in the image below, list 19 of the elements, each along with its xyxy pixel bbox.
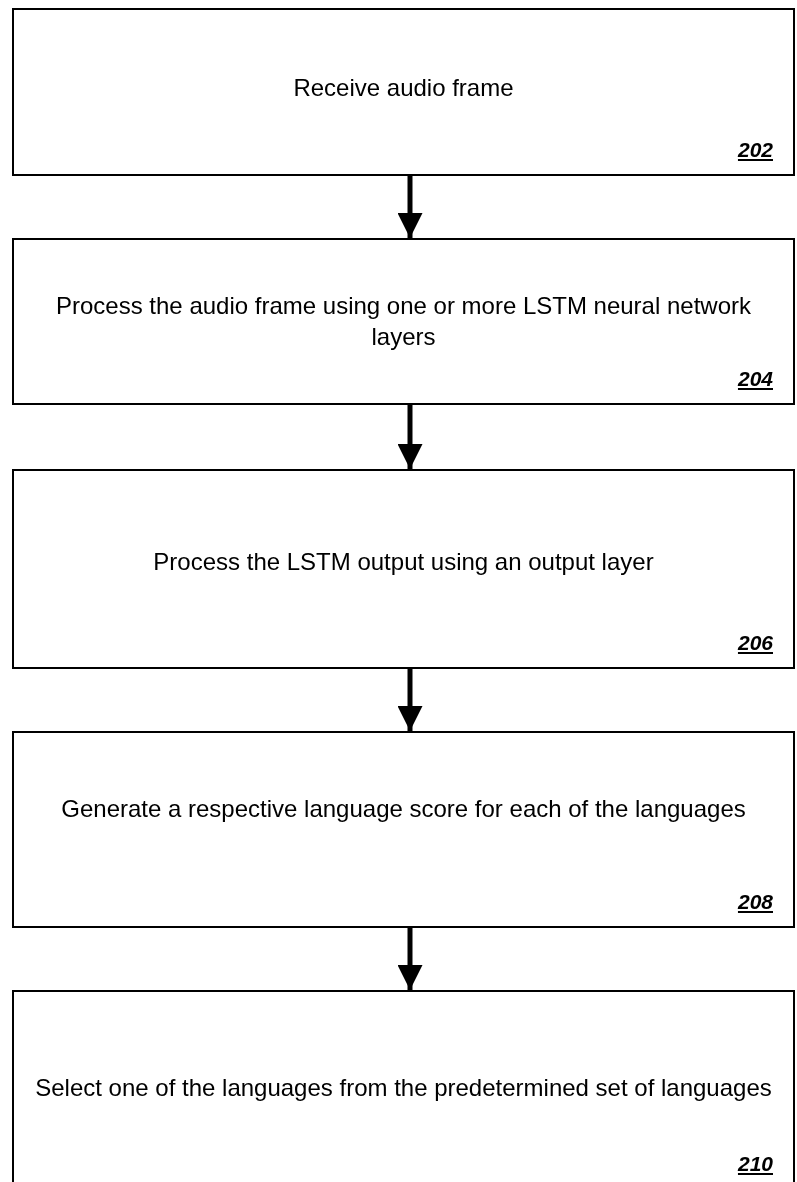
reference-number: 202	[737, 138, 773, 162]
reference-number: 208	[737, 890, 773, 914]
step-text: Process the LSTM output using an output layer	[152, 547, 655, 577]
reference-number: 210	[737, 1152, 773, 1176]
arrow	[397, 928, 423, 990]
process-box	[12, 469, 795, 669]
arrow	[397, 176, 423, 238]
reference-number: 206	[737, 631, 773, 655]
reference-number: 204	[737, 367, 773, 391]
step-text: Process the audio frame using one or more LSTM neural network layers	[55, 291, 752, 352]
step-text: Generate a respective language score for each of the languages	[60, 794, 747, 824]
process-box	[12, 990, 795, 1182]
step-text: Receive audio frame	[292, 73, 515, 103]
process-box	[12, 238, 795, 405]
arrow	[397, 405, 423, 469]
arrow	[397, 669, 423, 731]
process-box	[12, 731, 795, 928]
step-text: Select one of the languages from the predetermined set of languages	[34, 1073, 773, 1103]
process-box	[12, 8, 795, 176]
